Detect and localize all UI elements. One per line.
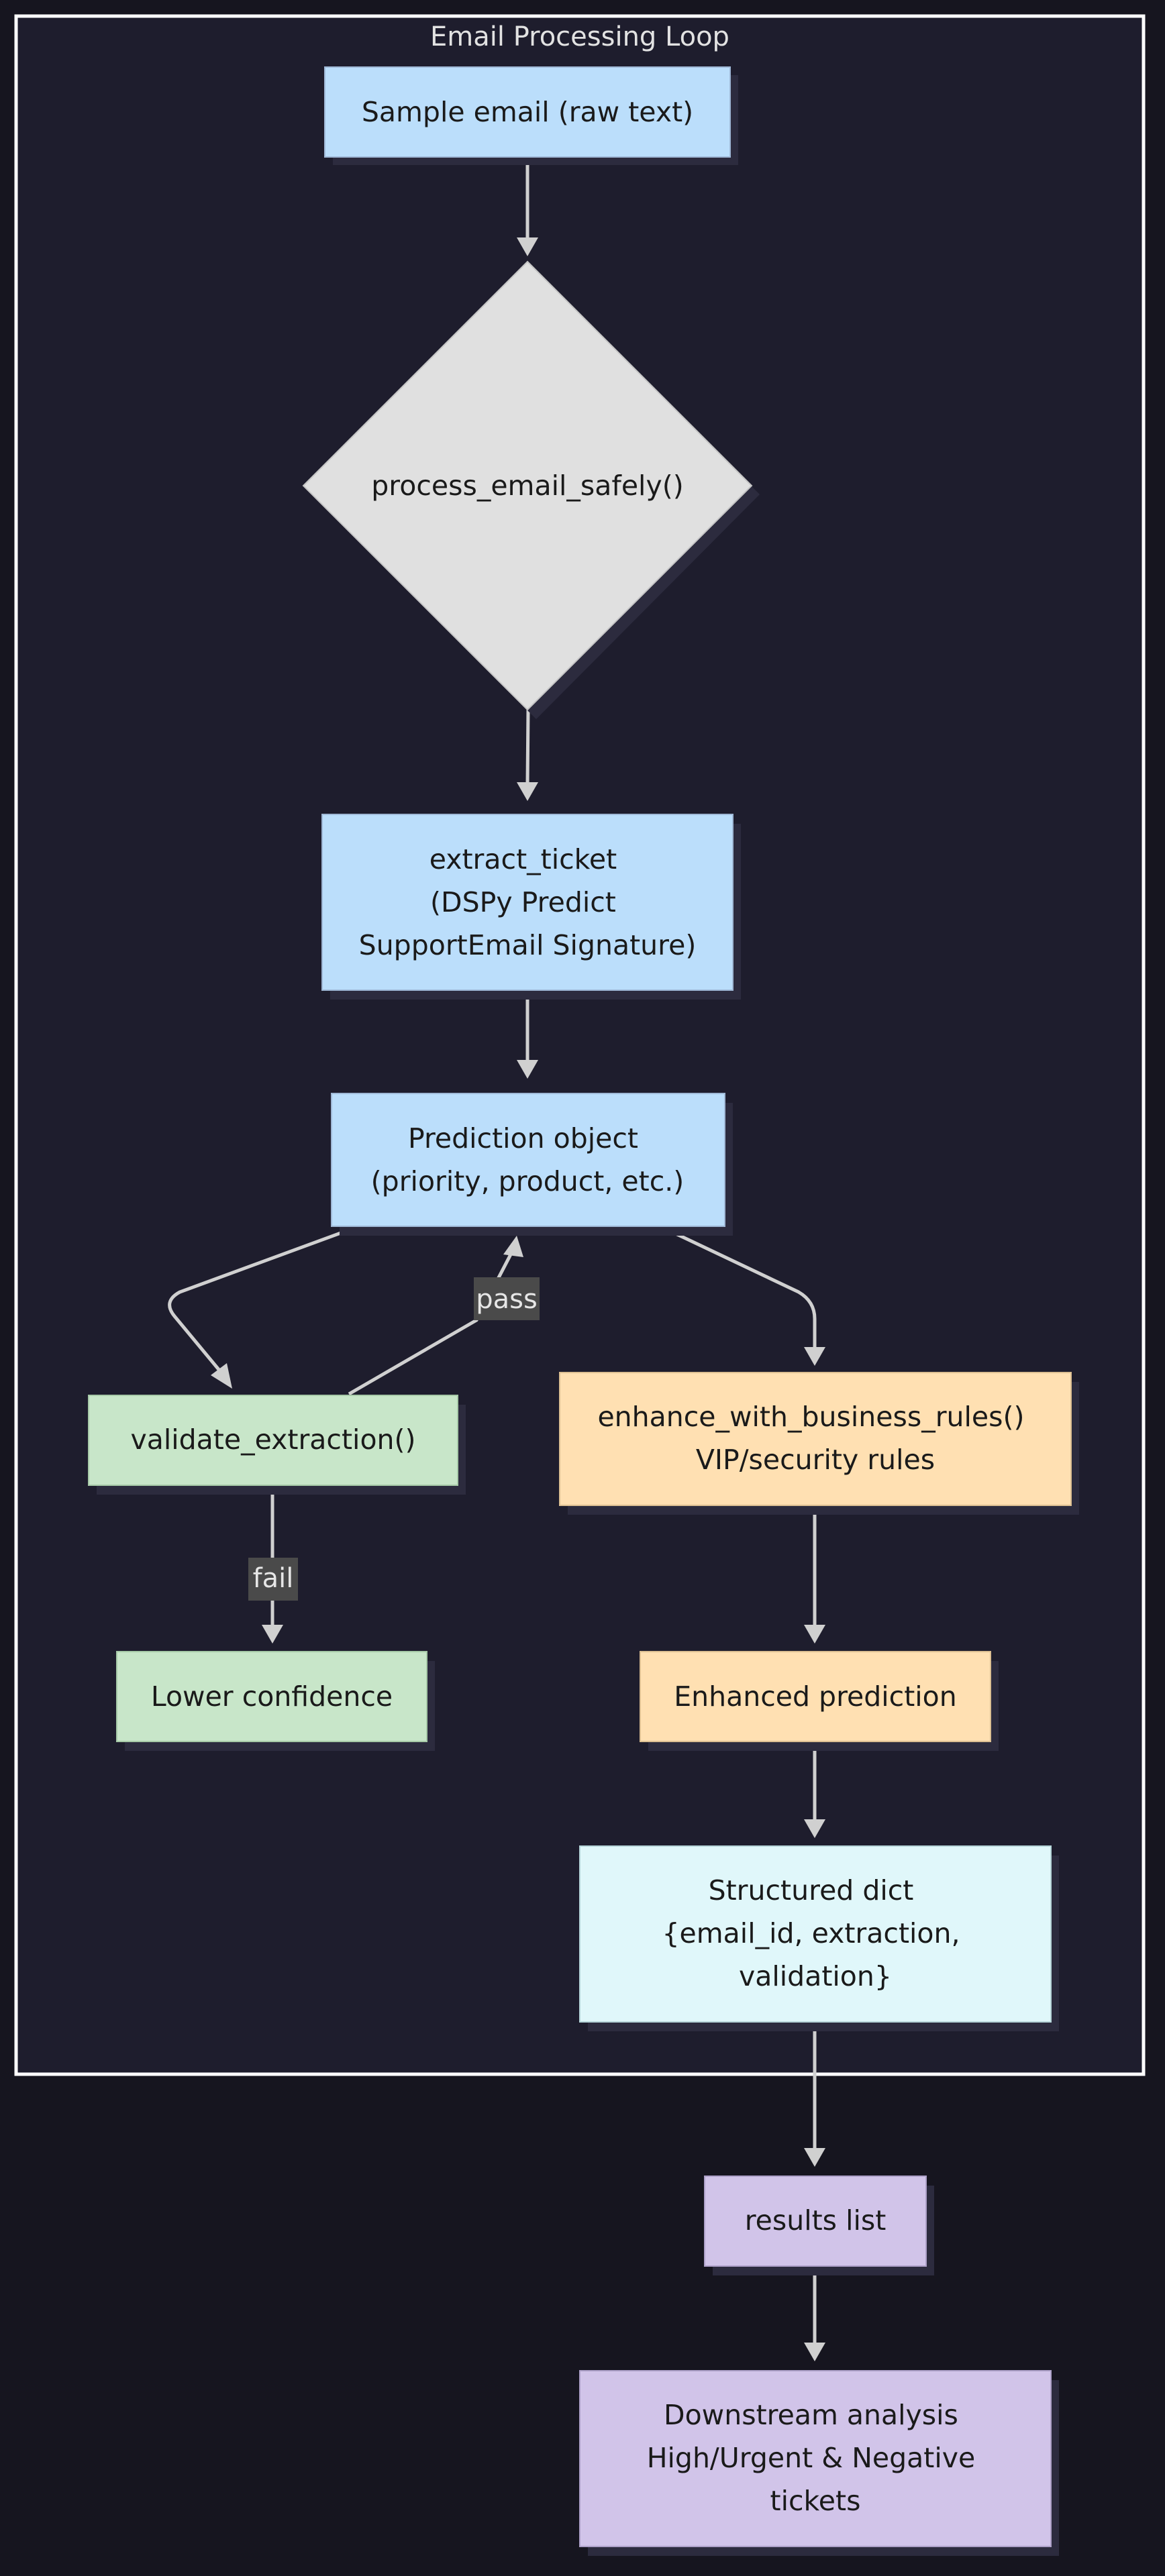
node-enhance-line-2: VIP/security rules xyxy=(696,1444,935,1476)
node-enhanced-prediction-line-1: Enhanced prediction xyxy=(674,1680,957,1713)
node-sample-email-box xyxy=(324,66,731,158)
node-enhance-line-1: enhance_with_business_rules() xyxy=(597,1401,1024,1433)
arrowhead xyxy=(517,237,538,256)
node-structured-dict-text: Structured dict {email_id, extraction, v… xyxy=(662,1874,968,1992)
node-enhance-with-business-rules-text: enhance_with_business_rules() VIP/securi… xyxy=(597,1401,1033,1476)
node-extract-ticket-box xyxy=(321,814,733,991)
node-results-list: results list xyxy=(704,2176,934,2275)
node-downstream-line-3: tickets xyxy=(770,2485,861,2517)
node-sample-email: Sample email (raw text) xyxy=(324,66,738,165)
node-structured-dict-line-1: Structured dict xyxy=(709,1874,914,1907)
node-structured-dict-box xyxy=(579,1845,1052,2023)
node-sample-email-text: Sample email (raw text) xyxy=(362,96,693,128)
edge-prediction-to-enhance xyxy=(664,1227,817,1348)
node-sample-email-line-1: Sample email (raw text) xyxy=(362,96,693,128)
node-validate-extraction-line-1: validate_extraction() xyxy=(130,1424,415,1456)
node-results-list-text: results list xyxy=(745,2204,887,2237)
node-process-email-safely-diamond xyxy=(302,260,753,711)
node-prediction-object-text: Prediction object (priority, product, et… xyxy=(371,1122,685,1197)
node-results-list-box xyxy=(704,2176,927,2267)
arrowhead xyxy=(211,1363,232,1389)
node-enhance-with-business-rules: enhance_with_business_rules() VIP/securi… xyxy=(559,1372,1079,1515)
subgraph-title: Email Processing Loop xyxy=(430,21,729,52)
node-validate-extraction: validate_extraction() xyxy=(88,1395,466,1495)
node-validate-extraction-box xyxy=(88,1395,458,1486)
node-downstream-analysis-box xyxy=(579,2370,1052,2547)
node-lower-confidence-line-1: Lower confidence xyxy=(151,1680,393,1713)
node-process-email-safely-line-1: process_email_safely() xyxy=(371,470,683,502)
arrowhead xyxy=(804,1347,825,1366)
node-prediction-object-box xyxy=(331,1093,725,1227)
node-extract-ticket-text: extract_ticket (DSPy Predict SupportEmai… xyxy=(359,843,697,961)
node-enhanced-prediction: Enhanced prediction xyxy=(640,1651,999,1751)
arrowhead xyxy=(804,2343,825,2361)
arrowhead xyxy=(262,1625,283,1644)
edges xyxy=(168,158,825,2361)
node-process-email-safely-text: process_email_safely() xyxy=(371,470,683,502)
node-enhanced-prediction-text: Enhanced prediction xyxy=(674,1680,957,1713)
node-prediction-object: Prediction object (priority, product, et… xyxy=(331,1093,733,1236)
arrowhead xyxy=(804,2148,825,2167)
edge-prediction-to-validate xyxy=(168,1227,352,1373)
arrowhead xyxy=(517,782,538,801)
node-results-list-line-1: results list xyxy=(745,2204,887,2237)
node-structured-dict-line-2: {email_id, extraction, xyxy=(662,1917,960,1949)
arrowhead xyxy=(517,1060,538,1079)
node-enhanced-prediction-box xyxy=(640,1651,991,1742)
node-downstream-line-1: Downstream analysis xyxy=(664,2399,958,2431)
arrowhead xyxy=(804,1625,825,1644)
node-structured-dict-line-3: validation} xyxy=(739,1960,892,1992)
edge-label-fail: fail xyxy=(248,1558,298,1601)
node-extract-ticket-line-1: extract_ticket xyxy=(429,843,617,875)
node-extract-ticket-line-3: SupportEmail Signature) xyxy=(359,929,697,961)
node-extract-ticket-line-2: (DSPy Predict xyxy=(430,886,616,918)
node-extract-ticket: extract_ticket (DSPy Predict SupportEmai… xyxy=(321,814,741,1000)
node-validate-extraction-text: validate_extraction() xyxy=(130,1424,415,1456)
arrowhead xyxy=(503,1236,523,1257)
edge-label-fail-text: fail xyxy=(253,1563,294,1594)
edge-process-to-extract xyxy=(525,709,530,784)
node-lower-confidence: Lower confidence xyxy=(116,1651,435,1751)
node-downstream-analysis-text: Downstream analysis High/Urgent & Negati… xyxy=(647,2399,984,2517)
edge-label-pass-text: pass xyxy=(476,1284,538,1315)
node-prediction-object-line-2: (priority, product, etc.) xyxy=(371,1165,685,1197)
node-lower-confidence-box xyxy=(116,1651,427,1742)
node-lower-confidence-text: Lower confidence xyxy=(151,1680,393,1713)
arrowhead xyxy=(804,1819,825,1838)
node-downstream-line-2: High/Urgent & Negative xyxy=(647,2442,976,2474)
node-prediction-object-line-1: Prediction object xyxy=(408,1122,638,1155)
node-process-email-safely: process_email_safely() xyxy=(302,260,760,719)
node-downstream-analysis: Downstream analysis High/Urgent & Negati… xyxy=(579,2370,1059,2556)
node-structured-dict: Structured dict {email_id, extraction, v… xyxy=(579,1845,1059,2031)
edge-label-pass: pass xyxy=(474,1277,540,1320)
node-enhance-with-business-rules-box xyxy=(559,1372,1072,1506)
